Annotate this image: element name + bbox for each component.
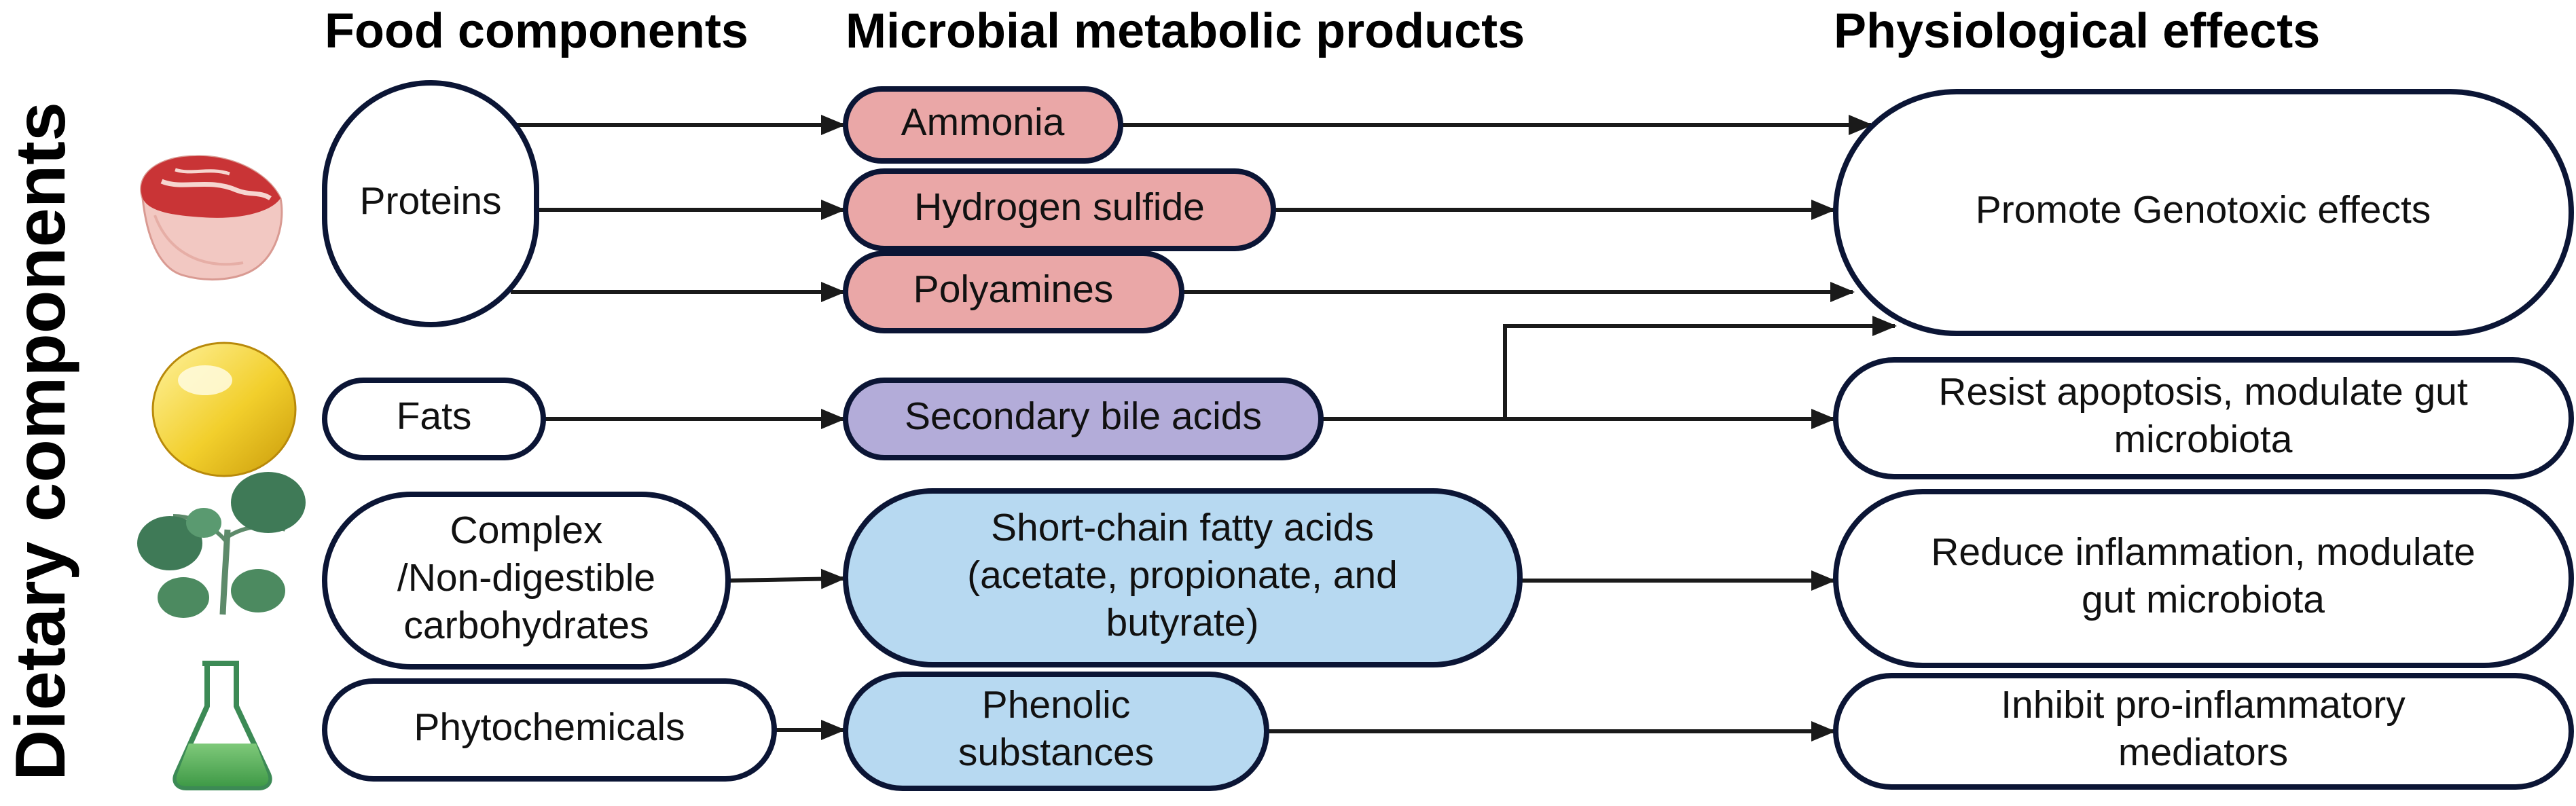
food-label-fats: Fats [397, 395, 472, 438]
header-physiological-effects: Physiological effects [1834, 4, 2320, 58]
product-box-ammonia [843, 86, 1123, 164]
product-label-phenolic-line-1: Phenolic [982, 683, 1131, 727]
product-box-phenolic [843, 672, 1269, 791]
food-label-phytochemicals-line-1: Phytochemicals [414, 706, 685, 749]
product-label-bile-acids-line-1: Secondary bile acids [905, 395, 1262, 438]
effect-box-genotoxic [1833, 89, 2574, 336]
food-label-proteins: Proteins [359, 179, 501, 223]
effect-label-mediators-line-2: mediators [2118, 731, 2288, 774]
effect-label-inflammation-line-2: gut microbiota [2082, 578, 2325, 621]
arrow-carbohydrates-to-scfa [727, 568, 846, 589]
product-label-polyamines: Polyamines [913, 268, 1114, 311]
food-box-phytochemicals [322, 678, 777, 782]
product-label-ammonia-line-1: Ammonia [901, 100, 1065, 144]
product-label-bile-acids: Secondary bile acids [905, 395, 1262, 438]
effect-box-inflammation [1833, 489, 2574, 668]
product-box-polyamines [843, 251, 1184, 333]
food-box-fats [322, 378, 546, 460]
food-label-fats-line-1: Fats [397, 395, 472, 438]
food-box-carbohydrates [322, 492, 731, 670]
effect-box-apoptosis [1833, 357, 2574, 479]
lab-flask-icon [173, 661, 272, 790]
product-label-scfa-line-2: (acetate, propionate, and [967, 553, 1398, 597]
effect-label-genotoxic-line-1: Promote Genotoxic effects [1976, 188, 2431, 232]
product-label-ammonia: Ammonia [901, 100, 1065, 144]
side-label-dietary-components: Dietary components [1, 102, 80, 781]
product-box-bile-acids [843, 378, 1324, 460]
food-label-phytochemicals: Phytochemicals [414, 706, 685, 749]
meat-steak-icon [140, 155, 283, 281]
product-label-scfa-line-1: Short-chain fatty acids [991, 506, 1374, 549]
food-label-carbohydrates-line-2: /Non-digestible [397, 556, 655, 600]
product-label-polyamines-line-1: Polyamines [913, 268, 1114, 311]
effect-box-mediators [1833, 673, 2574, 790]
product-label-hydrogen-sulfide: Hydrogen sulfide [914, 185, 1205, 229]
product-label-scfa-line-3: butyrate) [1106, 601, 1259, 644]
effect-label-inflammation-line-1: Reduce inflammation, modulate [1931, 530, 2475, 574]
product-label-phenolic-line-2: substances [958, 731, 1154, 774]
effect-label-genotoxic: Promote Genotoxic effects [1976, 188, 2431, 232]
leafy-plant-icon [137, 472, 306, 618]
food-box-proteins [322, 80, 539, 327]
product-label-scfa: Short-chain fatty acids(acetate, propion… [967, 506, 1398, 644]
food-label-proteins-line-1: Proteins [359, 179, 501, 223]
header-microbial-products: Microbial metabolic products [846, 4, 1525, 58]
food-label-carbohydrates-line-3: carbohydrates [403, 604, 649, 647]
effect-label-apoptosis-line-2: microbiota [2114, 418, 2293, 461]
effect-label-apoptosis-line-1: Resist apoptosis, modulate gut [1938, 370, 2468, 414]
food-label-carbohydrates-line-1: Complex [450, 509, 603, 552]
product-box-hydrogen-sulfide [843, 168, 1276, 251]
product-label-hydrogen-sulfide-line-1: Hydrogen sulfide [914, 185, 1205, 229]
header-food-components: Food components [325, 4, 748, 58]
arrow-bile-acids-to-genotoxic [1503, 316, 1897, 419]
fat-droplet-icon [151, 342, 297, 477]
effect-label-mediators-line-1: Inhibit pro-inflammatory [2001, 683, 2406, 727]
product-box-scfa [843, 488, 1523, 667]
